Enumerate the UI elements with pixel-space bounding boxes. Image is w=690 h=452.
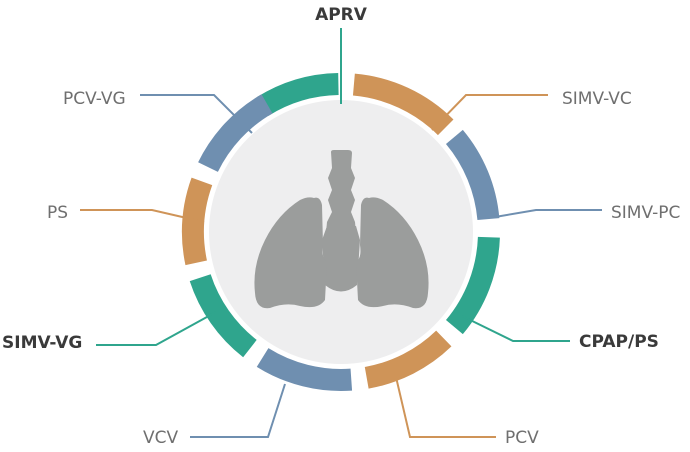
- ring-segment-pcv-vg: [198, 94, 273, 173]
- ring-segment-cpap-ps: [445, 236, 500, 335]
- mode-label-pcv-vg: PCV-VG: [63, 89, 126, 109]
- mode-label-simv-vg: SIMV-VG: [2, 333, 82, 353]
- leader-line-ps: [80, 209, 205, 223]
- ring-segment-vcv: [256, 348, 353, 391]
- mode-ring: [182, 73, 500, 391]
- ring-segment-simv-pc: [445, 129, 500, 221]
- leader-line-cpap-ps: [461, 315, 570, 342]
- leader-line-vcv: [190, 383, 286, 438]
- mode-label-cpap-ps: CPAP/PS: [579, 332, 659, 352]
- leader-lines: [80, 28, 602, 438]
- ring-segment-simv-vc: [352, 73, 454, 136]
- mode-label-ps: PS: [47, 203, 68, 223]
- ring-segment-aprv: [256, 73, 339, 116]
- mode-label-simv-vc: SIMV-VC: [562, 89, 632, 109]
- leader-line-simv-vc: [431, 94, 548, 131]
- mode-label-aprv: APRV: [315, 5, 368, 25]
- lungs-icon: [254, 150, 429, 309]
- ring-segment-pcv: [364, 330, 452, 389]
- mode-label-simv-pc: SIMV-PC: [611, 203, 680, 223]
- ring-segment-simv-vg: [189, 274, 257, 358]
- mode-label-pcv: PCV: [505, 428, 539, 448]
- leader-line-pcv-vg: [140, 94, 253, 134]
- mode-label-vcv: VCV: [143, 428, 178, 448]
- leader-line-pcv: [395, 376, 496, 438]
- ring-segment-ps: [182, 177, 213, 266]
- leader-line-simv-pc: [494, 209, 602, 218]
- leader-line-simv-vg: [96, 311, 217, 346]
